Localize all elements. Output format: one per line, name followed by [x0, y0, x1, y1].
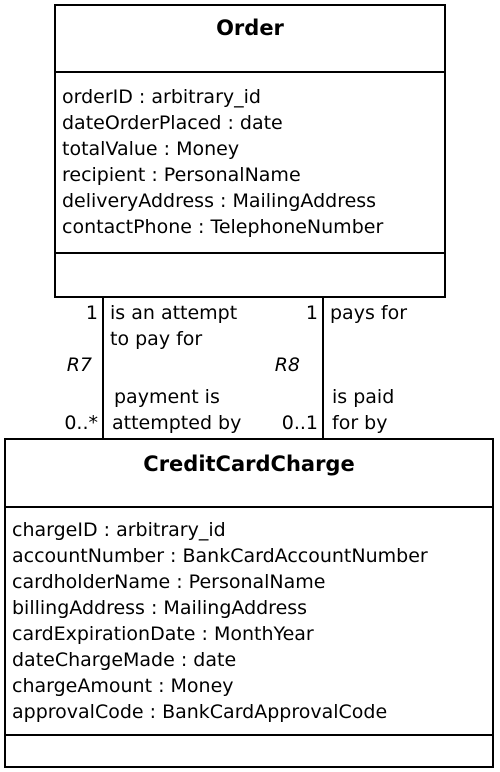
order-attribute: contactPhone : TelephoneNumber: [62, 216, 384, 238]
r7-order-phrase-line2: to pay for: [110, 328, 203, 350]
r8-charge-phrase-line1: is paid: [332, 386, 395, 408]
r8-association-id: R8: [274, 354, 300, 376]
order-attribute: recipient : PersonalName: [62, 164, 301, 186]
credit-card-charge-class: CreditCardCharge chargeID : arbitrary_id…: [4, 438, 494, 768]
order-operations-divider: [56, 252, 444, 254]
order-name-divider: [56, 71, 444, 73]
credit-card-charge-attribute: accountNumber : BankCardAccountNumber: [12, 545, 428, 567]
order-attribute: totalValue : Money: [62, 138, 240, 160]
credit-card-charge-operations-divider: [6, 734, 492, 736]
r7-order-phrase-line1: is an attempt: [110, 302, 238, 324]
credit-card-charge-attribute: billingAddress : MailingAddress: [12, 597, 308, 619]
r7-association-id: R7: [66, 354, 92, 376]
r8-charge-multiplicity: 0..1: [281, 412, 318, 434]
credit-card-charge-attribute: cardholderName : PersonalName: [12, 571, 326, 593]
order-attribute: dateOrderPlaced : date: [62, 112, 283, 134]
r8-order-phrase: pays for: [330, 302, 408, 324]
r8-charge-phrase-line2: for by: [332, 412, 388, 434]
credit-card-charge-attribute: approvalCode : BankCardApprovalCode: [12, 701, 388, 723]
credit-card-charge-name-divider: [6, 506, 492, 508]
order-attribute: orderID : arbitrary_id: [62, 86, 261, 108]
r8-order-multiplicity: 1: [305, 302, 318, 324]
credit-card-charge-class-name: CreditCardCharge: [143, 452, 355, 476]
order-attributes: orderID : arbitrary_id dateOrderPlaced :…: [62, 84, 440, 240]
order-class: Order orderID : arbitrary_id dateOrderPl…: [54, 4, 446, 298]
credit-card-charge-attribute: cardExpirationDate : MonthYear: [12, 623, 314, 645]
r7-order-multiplicity: 1: [85, 302, 98, 324]
r7-charge-phrase-line2: attempted by: [112, 412, 242, 434]
credit-card-charge-attributes: chargeID : arbitrary_id accountNumber : …: [12, 517, 488, 725]
r7-charge-multiplicity: 0..*: [64, 412, 98, 434]
order-attribute: deliveryAddress : MailingAddress: [62, 190, 377, 212]
credit-card-charge-attribute: chargeAmount : Money: [12, 675, 234, 697]
order-class-name: Order: [216, 16, 284, 40]
r8-association-line: [322, 298, 324, 438]
credit-card-charge-attribute: chargeID : arbitrary_id: [12, 519, 226, 541]
credit-card-charge-attribute: dateChargeMade : date: [12, 649, 237, 671]
r7-charge-phrase-line1: payment is: [114, 386, 220, 408]
r7-association-line: [102, 298, 104, 438]
